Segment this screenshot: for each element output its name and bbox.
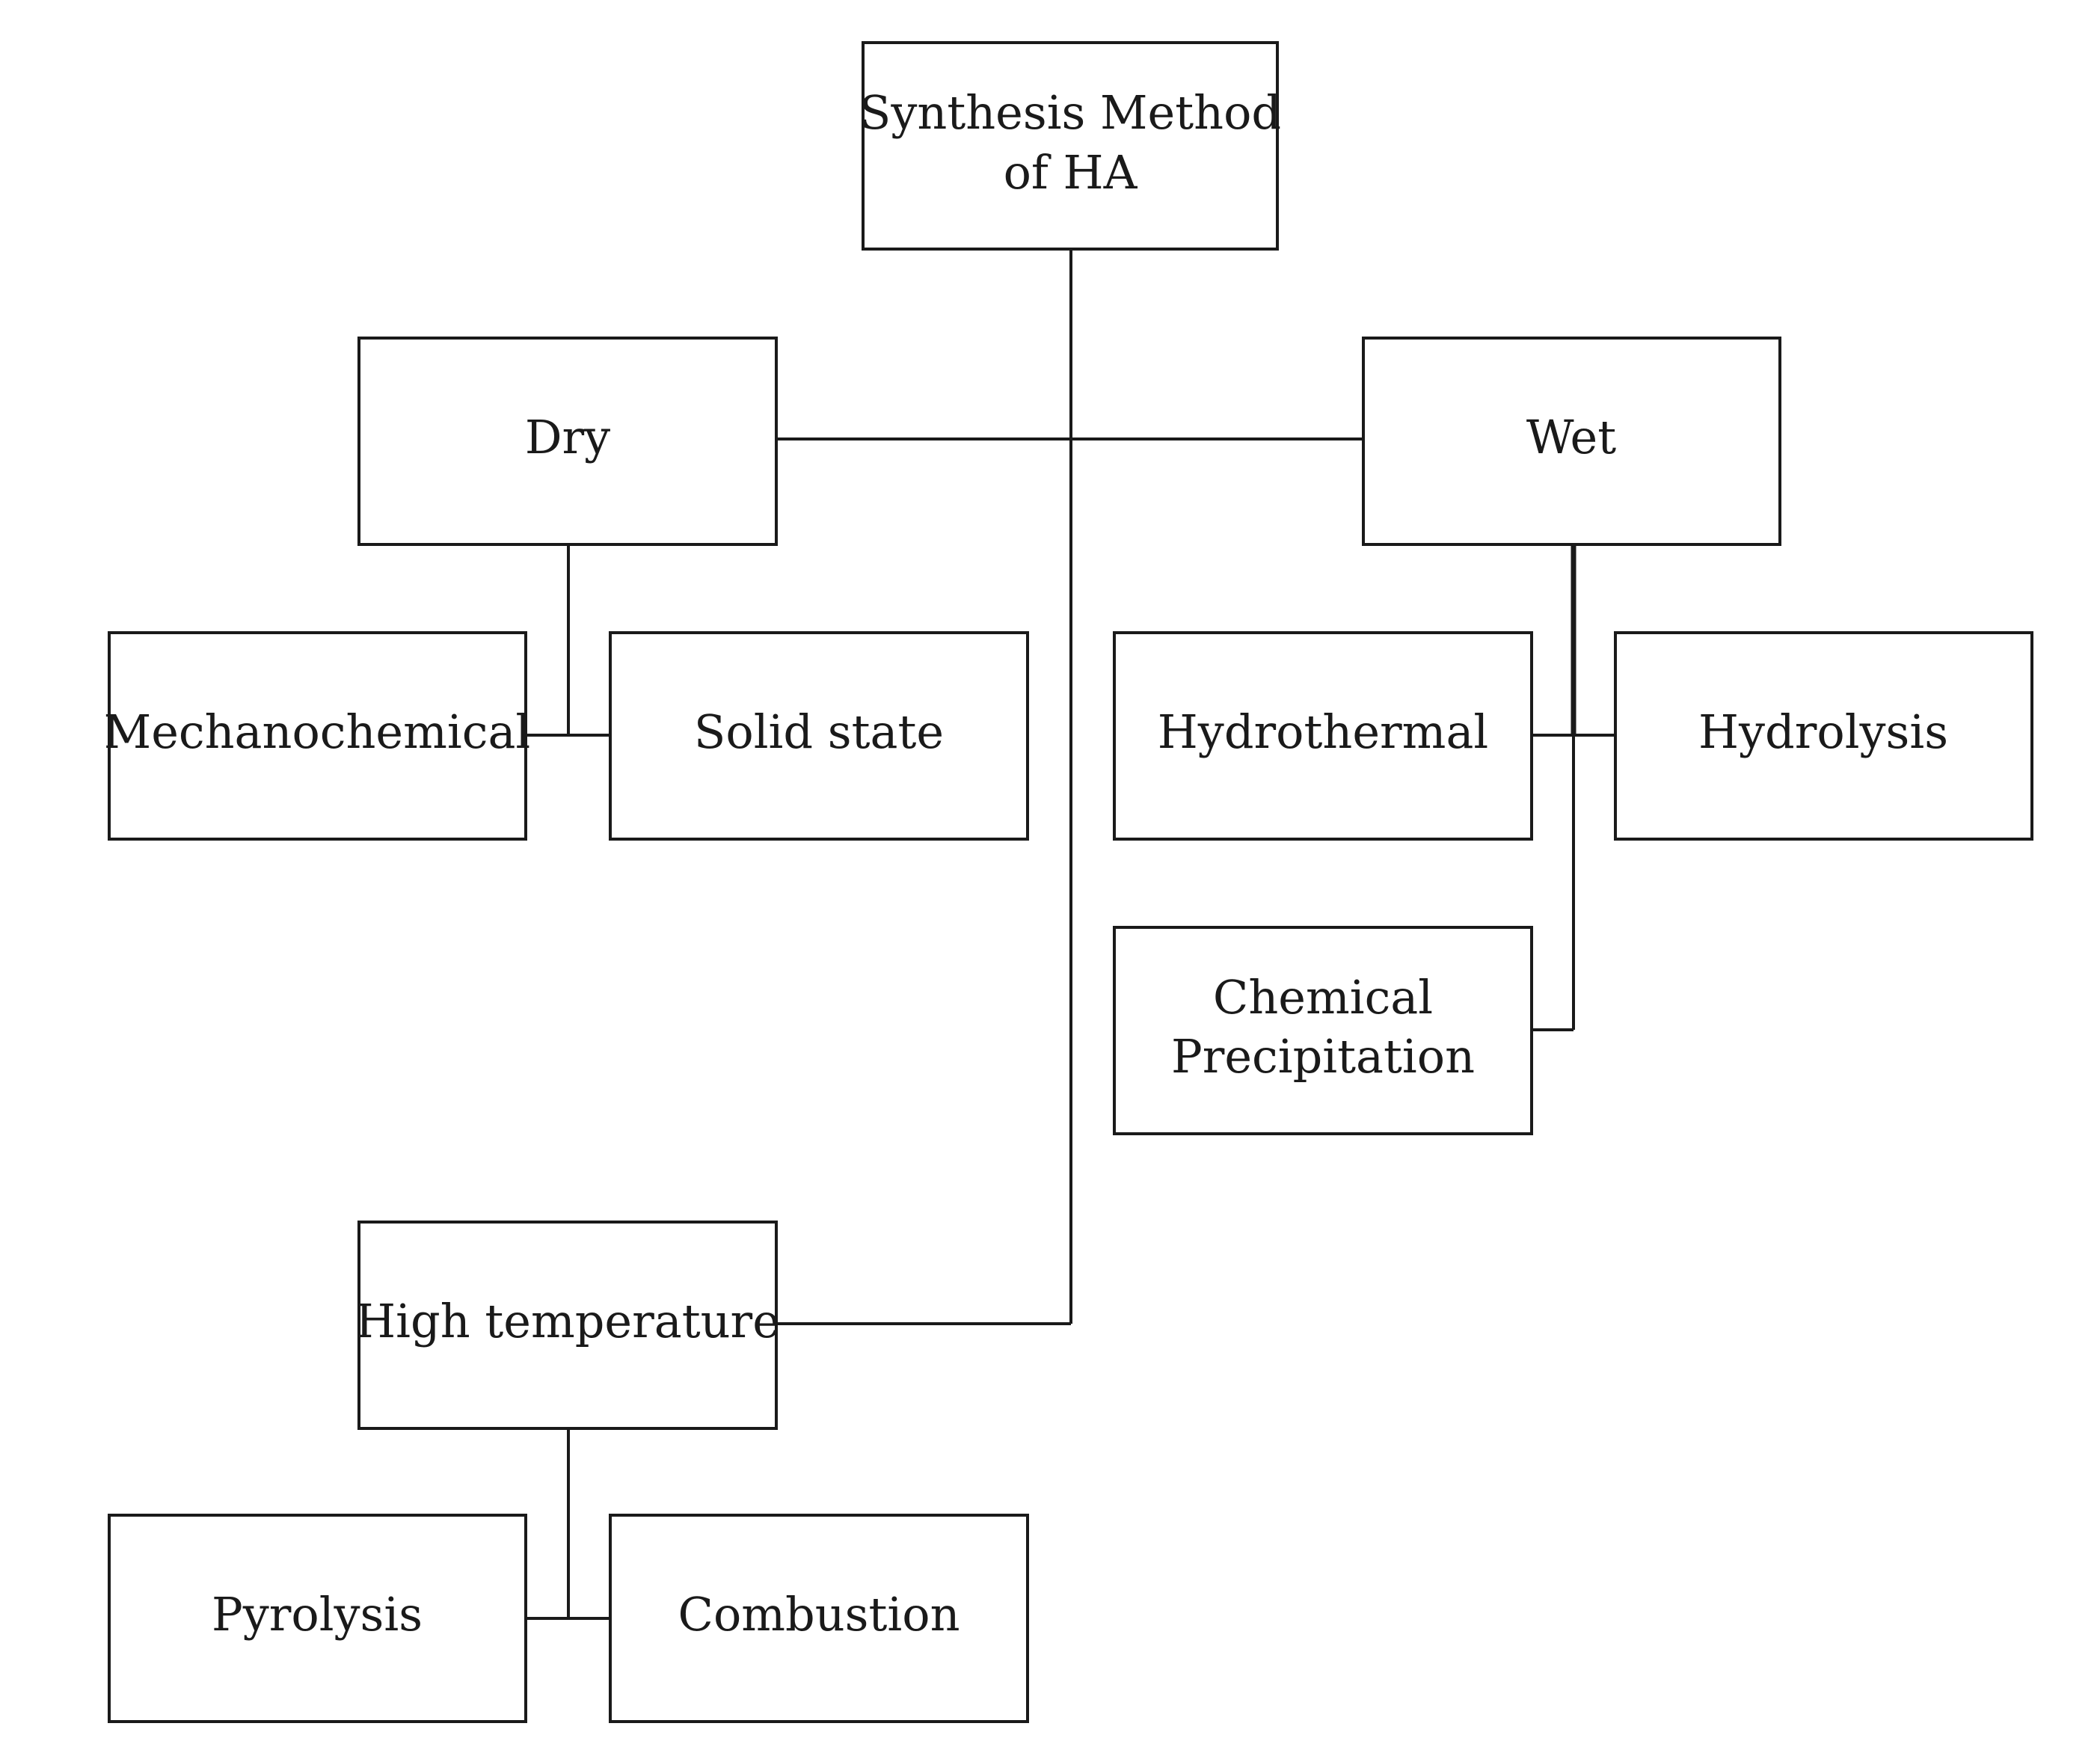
node-solid-state: Solid state: [609, 631, 1029, 841]
node-chemical-precipitation: Chemical Precipitation: [1113, 926, 1533, 1135]
node-pyrolysis-label: Pyrolysis: [212, 1587, 423, 1642]
node-hydrolysis: Hydrolysis: [1614, 631, 2033, 841]
node-mechanochemical: Mechanochemical: [104, 631, 531, 841]
node-chemical-precipitation-label-line1: Chemical: [1213, 970, 1433, 1025]
node-root-label-line1: Synthesis Method: [859, 85, 1281, 140]
node-mechanochemical-label: Mechanochemical: [104, 704, 531, 759]
node-hydrothermal-label: Hydrothermal: [1158, 704, 1489, 759]
node-combustion: Combustion: [609, 1514, 1029, 1723]
node-root-label-line2: of HA: [1004, 145, 1138, 200]
node-solid-state-label: Solid state: [694, 704, 944, 759]
node-dry: Dry: [357, 337, 778, 546]
node-combustion-label: Combustion: [678, 1587, 960, 1642]
node-hydrolysis-label: Hydrolysis: [1698, 704, 1948, 759]
node-pyrolysis: Pyrolysis: [108, 1514, 527, 1723]
node-wet-label: Wet: [1526, 410, 1616, 464]
node-dry-label: Dry: [525, 410, 610, 464]
node-hydrothermal: Hydrothermal: [1113, 631, 1533, 841]
node-high-temperature: High temperature: [355, 1221, 780, 1430]
node-root: Synthesis Method of HA: [859, 41, 1281, 251]
node-high-temperature-label: High temperature: [355, 1294, 780, 1348]
node-chemical-precipitation-label-line2: Precipitation: [1171, 1029, 1475, 1084]
node-wet: Wet: [1362, 337, 1781, 546]
connectors: [526, 249, 1615, 1620]
